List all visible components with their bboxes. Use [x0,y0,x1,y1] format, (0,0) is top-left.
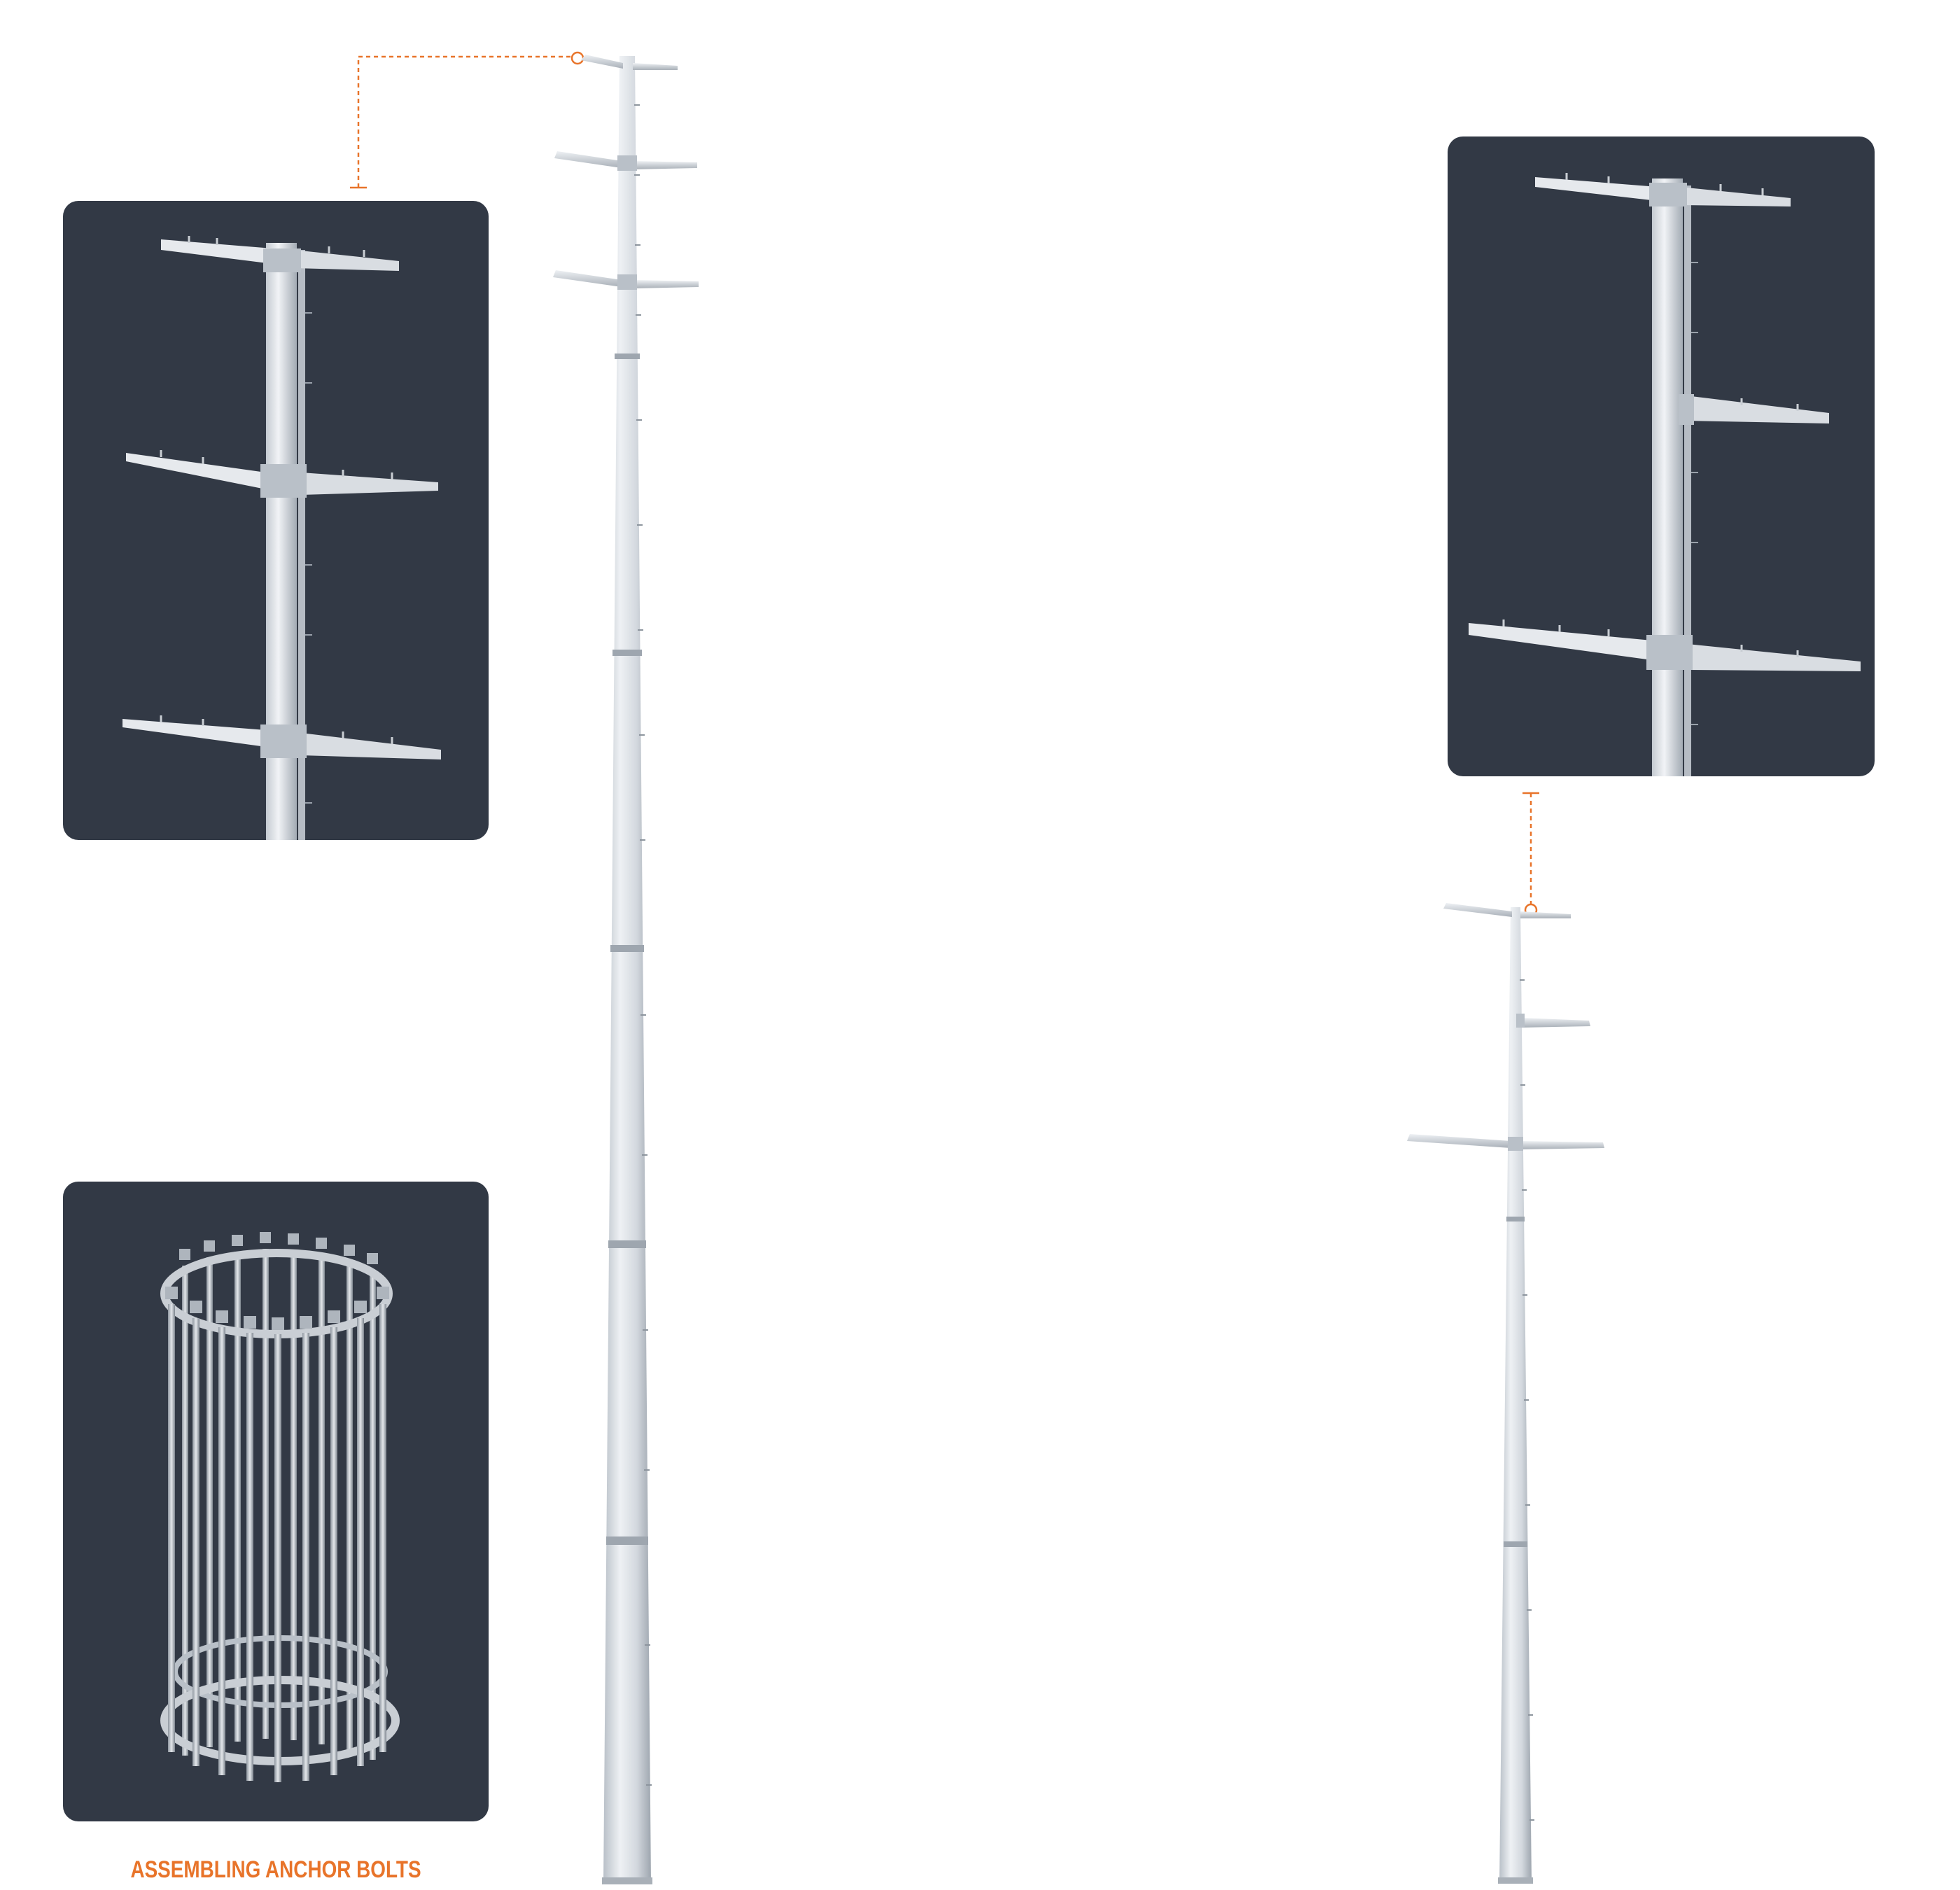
short-steel-pole-icon [1407,903,1604,1884]
anchor-bolts-panel [63,1182,489,1821]
tall-steel-pole-icon [553,55,699,1884]
pole-top-detail-panel-right [1448,136,1875,776]
pole-head-detail-icon [122,236,441,840]
anchor-bolts-caption: ASSEMBLING ANCHOR BOLTS [130,1856,421,1883]
leader-line-left [350,51,584,189]
pole-top-detail-panel-left [63,201,489,840]
short-pole-head-detail-icon [1469,173,1861,776]
anchor-bolt-cage-icon [160,1232,400,1782]
leader-line-right [1522,792,1539,917]
